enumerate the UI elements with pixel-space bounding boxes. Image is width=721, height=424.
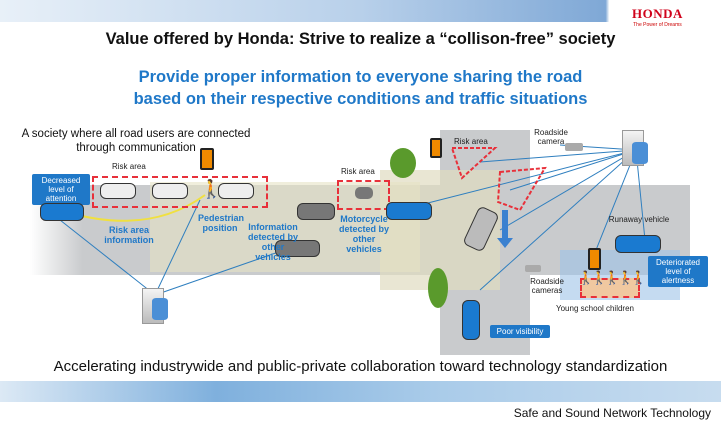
- roadside-camera-label: Roadside camera: [534, 128, 568, 146]
- collaboration-statement: Accelerating industrywide and public-pri…: [53, 358, 668, 375]
- roadside-cameras-label: Roadside cameras: [530, 277, 564, 295]
- camera-icon: [565, 143, 583, 151]
- car-icon: [386, 202, 432, 220]
- risk-area-label: Risk area: [112, 162, 146, 171]
- car-icon: [100, 183, 136, 199]
- risk-area-label: Risk area: [454, 137, 488, 146]
- footer-band: [0, 381, 721, 402]
- slide-subtitle: Provide proper information to everyone s…: [0, 66, 721, 110]
- car-icon: [275, 240, 320, 257]
- deteriorated-alertness-badge: Deteriorated level of alertness: [648, 256, 708, 287]
- decreased-attention-badge: Decreased level of attention: [32, 174, 90, 205]
- motorcycle-icon: [355, 187, 373, 199]
- honda-logo: HONDA The Power of Dreams: [632, 6, 683, 28]
- car-icon: [40, 203, 84, 221]
- sensing-area: [150, 182, 420, 272]
- header-band: [0, 0, 721, 22]
- server-icon: [142, 288, 168, 324]
- info-other-vehicles-label: Information detected by other vehicles: [247, 222, 298, 262]
- subtitle-line: based on their respective conditions and…: [133, 90, 588, 108]
- crosswalk-zone: [580, 278, 640, 298]
- pedestrian-icon: 🚶: [200, 179, 223, 199]
- risk-area-box: [337, 180, 390, 210]
- smartphone-icon: [430, 138, 442, 158]
- tree-icon: [428, 268, 448, 308]
- car-icon: [152, 183, 188, 199]
- brand-name: HONDA: [632, 6, 683, 21]
- risk-area-information-label: Risk area information: [104, 225, 154, 245]
- slide-title: Value offered by Honda: Strive to realiz…: [105, 30, 616, 48]
- car-icon: [615, 235, 661, 253]
- young-children-label: Young school children: [556, 304, 634, 313]
- car-icon: [218, 183, 254, 199]
- runaway-vehicle-label: Runaway vehicle: [608, 215, 670, 224]
- footer-title: Safe and Sound Network Technology: [513, 406, 711, 420]
- car-icon: [462, 300, 480, 340]
- subtitle-line: Provide proper information to everyone s…: [138, 68, 583, 86]
- smartphone-icon: [588, 248, 601, 270]
- tree-icon: [390, 148, 416, 178]
- camera-icon: [525, 265, 541, 272]
- server-icon: [622, 130, 648, 166]
- risk-area-label: Risk area: [341, 167, 375, 176]
- brand-tagline: The Power of Dreams: [633, 22, 682, 28]
- children-icon: 🚶🚶🚶🚶🚶: [578, 270, 647, 285]
- poor-visibility-badge: Poor visibility: [490, 325, 550, 338]
- smartphone-icon: [200, 148, 214, 170]
- society-description: A society where all road users are conne…: [21, 128, 251, 154]
- motorcycle-detected-label: Motorcycle detected by other vehicles: [338, 214, 389, 254]
- risk-area-box: [92, 176, 268, 208]
- car-icon: [297, 203, 335, 220]
- pedestrian-position-label: Pedestrian position: [198, 213, 245, 233]
